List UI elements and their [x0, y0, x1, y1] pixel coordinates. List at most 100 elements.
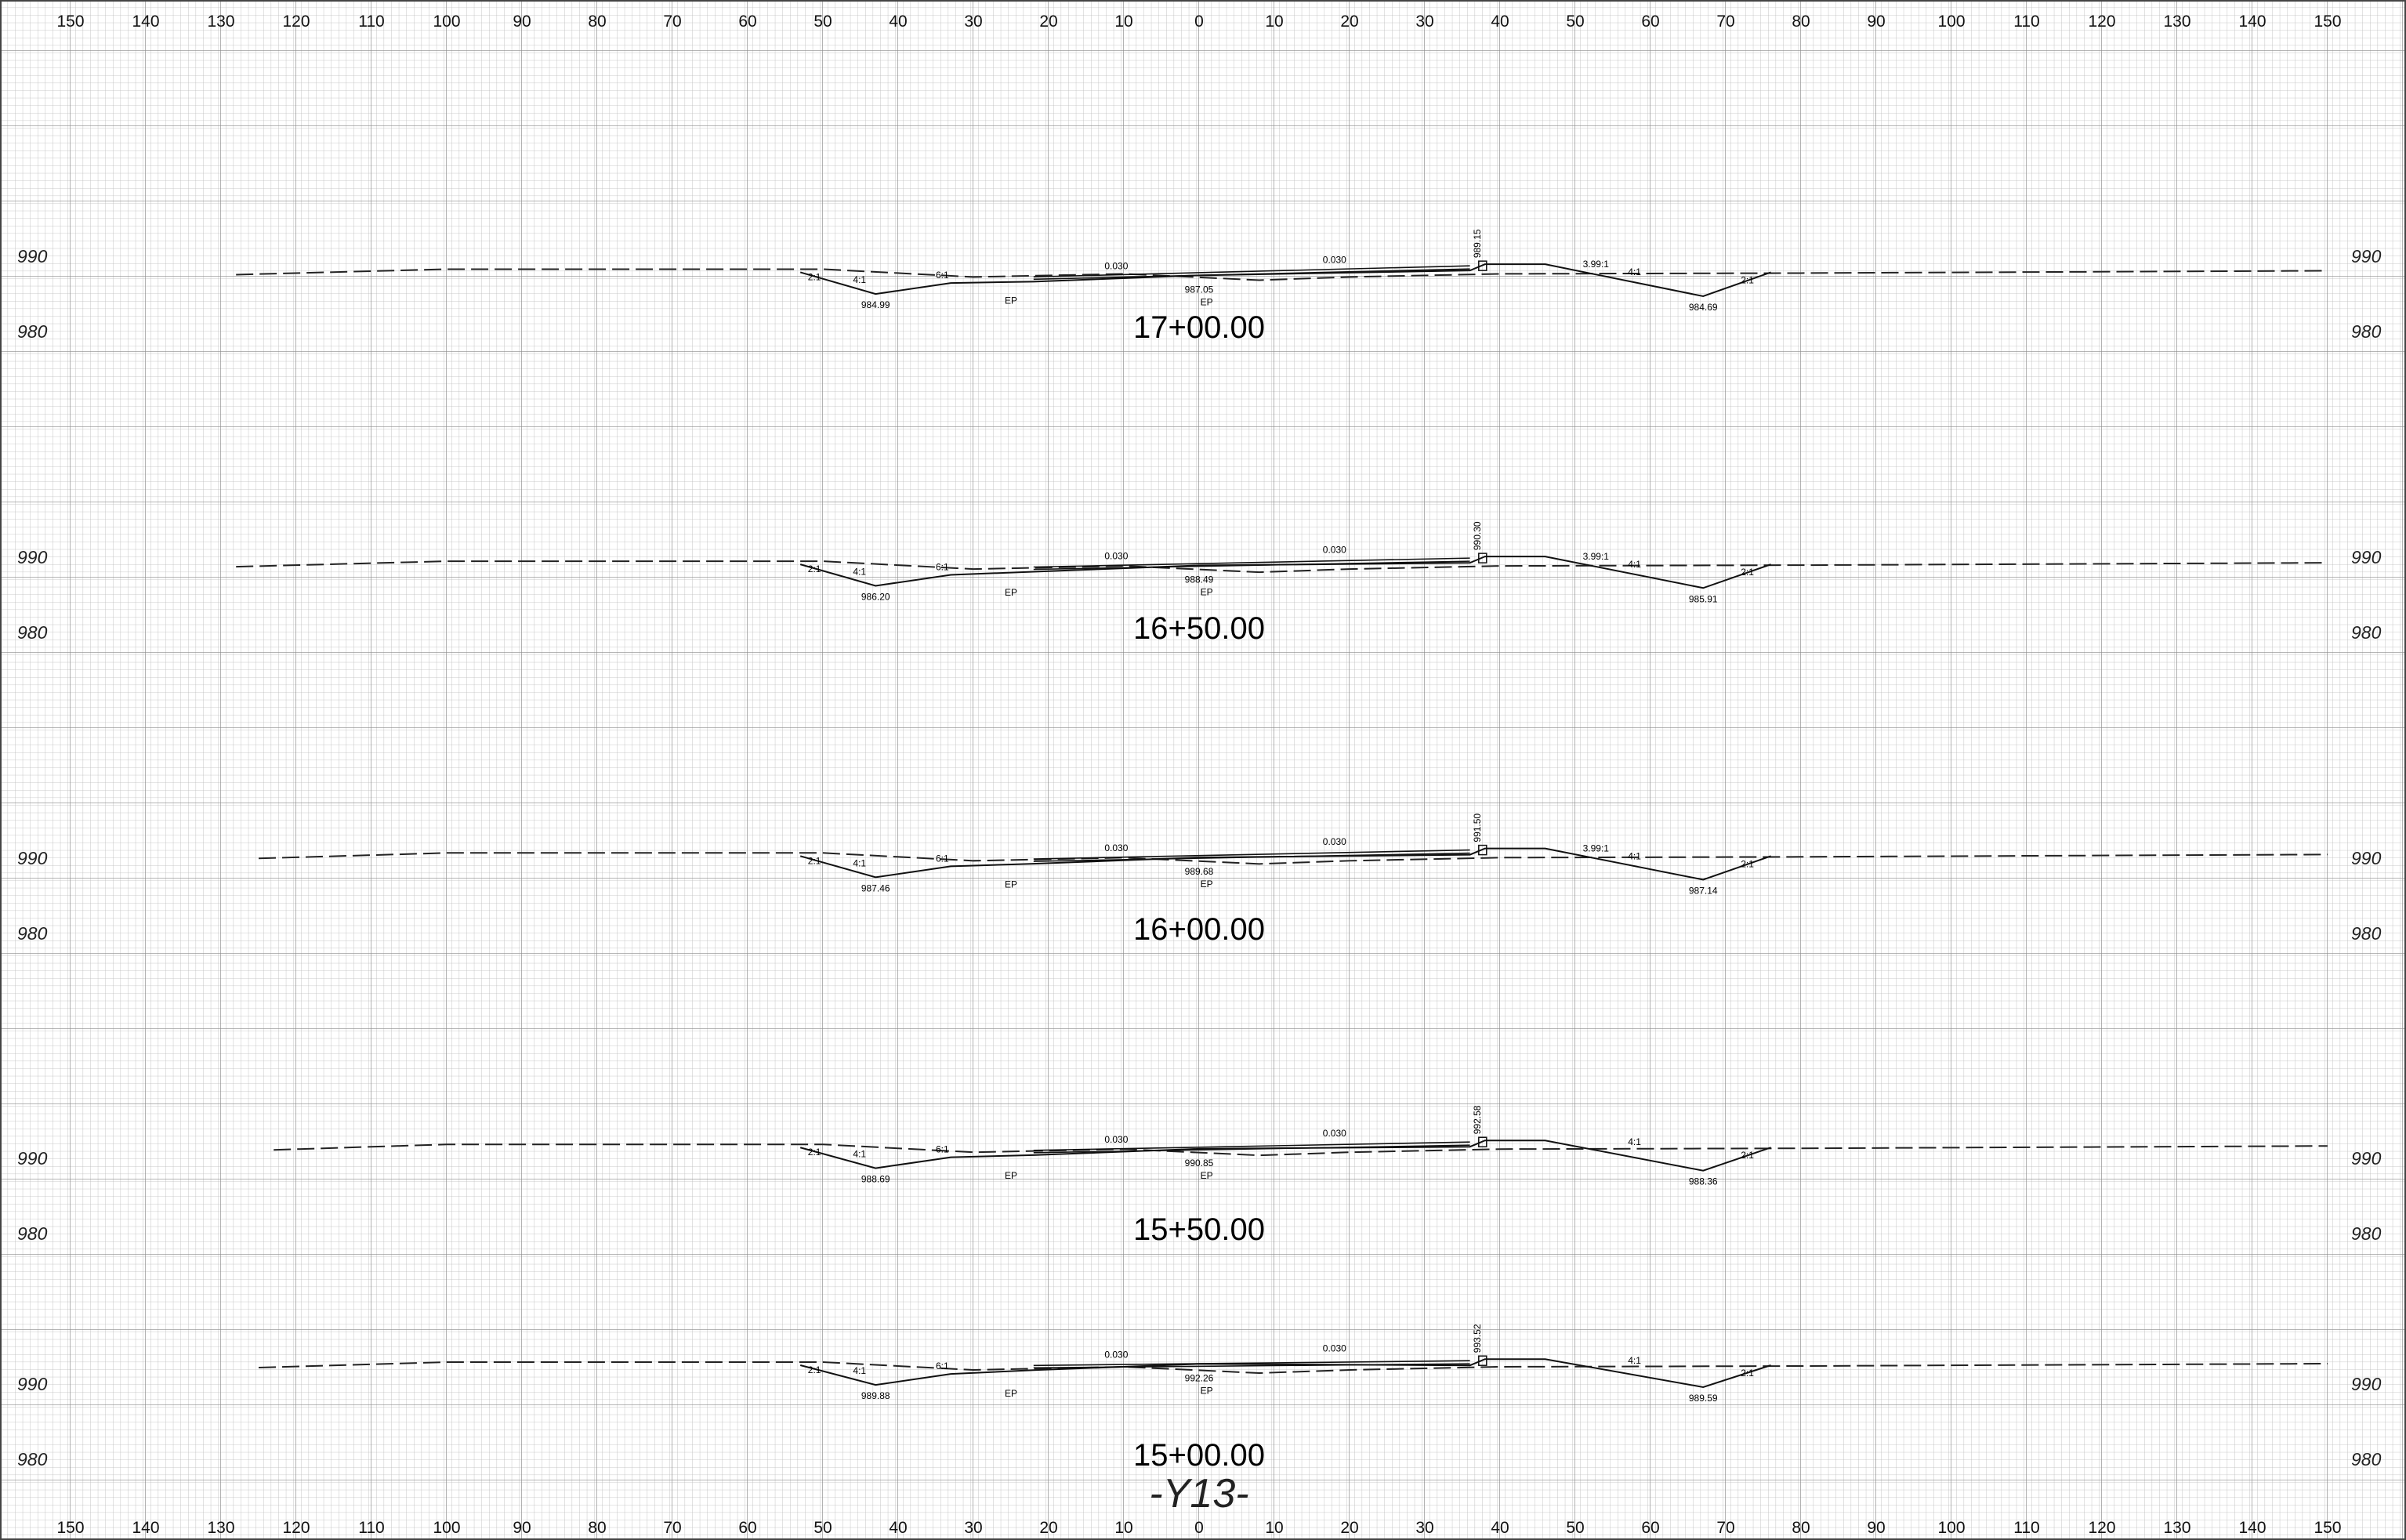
pavement-top — [1033, 1360, 1470, 1367]
pavement-top — [1033, 1141, 1470, 1151]
left-ditch-elevation: 989.88 — [861, 1390, 890, 1401]
left-slope-ratio: 2:1 — [808, 855, 821, 866]
top-axis-label: 90 — [1867, 13, 1885, 31]
right-slope-ratio: 2:1 — [1741, 1368, 1754, 1379]
slope-left-label: 0.030 — [1104, 842, 1128, 853]
top-elevation-label: 989.15 — [1472, 229, 1483, 258]
bottom-axis-label: 50 — [1566, 1519, 1584, 1537]
bottom-axis-label: 0 — [1194, 1519, 1204, 1537]
elev-label-990-right: 990 — [2351, 1374, 2382, 1394]
cross-section: 990980990980989.150.0300.030987.05984.99… — [17, 229, 2382, 345]
left-slope-ratio: 2:1 — [808, 1364, 821, 1375]
left-slope-ratio: 4:1 — [853, 1365, 866, 1376]
cross-section: 990980990980992.580.0300.030990.85988.69… — [17, 1105, 2382, 1247]
ep-label-center: EP — [1201, 586, 1213, 597]
bottom-axis-label: 150 — [2314, 1519, 2341, 1537]
top-axis-label: 90 — [513, 13, 531, 31]
top-axis-label: 70 — [1716, 13, 1734, 31]
elev-label-980-left: 980 — [17, 1223, 48, 1244]
station-label: 15+50.00 — [1133, 1212, 1265, 1247]
top-axis-label: 150 — [2314, 13, 2341, 31]
slope-right-label: 0.030 — [1323, 544, 1346, 555]
proposed-section-line — [799, 263, 1771, 298]
bottom-axis-label: 80 — [1792, 1519, 1810, 1537]
top-axis-label: 10 — [1114, 13, 1132, 31]
existing-ground-line — [258, 1361, 2328, 1375]
top-axis-label: 100 — [1937, 13, 1965, 31]
top-axis-label: 110 — [2013, 13, 2039, 31]
bottom-axis-label: 140 — [132, 1519, 159, 1537]
existing-ground-line — [236, 268, 2328, 281]
bottom-axis-label: 40 — [1491, 1519, 1509, 1537]
ep-label-center: EP — [1201, 296, 1213, 307]
pavement-bottom — [1033, 1363, 1470, 1369]
left-slope-ratio: 4:1 — [853, 857, 866, 868]
elev-label-980-right: 980 — [2351, 1223, 2382, 1244]
elev-label-980-right: 980 — [2351, 622, 2382, 643]
top-axis-label: 150 — [56, 13, 84, 31]
top-axis-label: 120 — [282, 13, 310, 31]
bottom-axis-label: 20 — [1340, 1519, 1358, 1537]
elev-label-980-left: 980 — [17, 321, 48, 342]
bottom-axis-label: 130 — [207, 1519, 234, 1537]
left-slope-ratio: 2:1 — [808, 563, 821, 574]
elev-label-980-right: 980 — [2351, 321, 2382, 342]
pavement-top — [1033, 557, 1470, 568]
pavement-bottom — [1033, 560, 1470, 571]
right-slope-ratio: 4:1 — [1628, 851, 1641, 862]
top-elevation-label: 990.30 — [1472, 521, 1483, 550]
left-slope-ratio: 6:1 — [936, 853, 949, 864]
elev-label-980-left: 980 — [17, 622, 48, 643]
elev-label-980-left: 980 — [17, 923, 48, 944]
cross-section: 990980990980991.500.0300.030989.68987.46… — [17, 813, 2382, 947]
pavement-top — [1033, 849, 1470, 860]
top-axis-label: 50 — [1566, 13, 1584, 31]
bottom-axis-label: 140 — [2238, 1519, 2266, 1537]
top-axis-label: 80 — [1792, 13, 1810, 31]
station-label: 15+00.00 — [1133, 1438, 1265, 1473]
pavement-bottom — [1033, 268, 1470, 281]
top-axis-label: 20 — [1039, 13, 1057, 31]
left-slope-ratio: 6:1 — [936, 270, 949, 281]
top-axis-label: 140 — [132, 13, 159, 31]
top-axis-label: 120 — [2088, 13, 2115, 31]
slope-left-label: 0.030 — [1104, 1134, 1128, 1145]
center-elevation-label: 988.49 — [1185, 574, 1214, 585]
bottom-axis-label: 60 — [738, 1519, 756, 1537]
bottom-axis-label: 30 — [964, 1519, 982, 1537]
cross-sections: 990980990980989.150.0300.030987.05984.99… — [17, 229, 2382, 1473]
right-slope-ratio: 2:1 — [1741, 567, 1754, 578]
existing-ground-line — [274, 1143, 2328, 1157]
top-axis-label: 140 — [2238, 13, 2266, 31]
elev-label-990-right: 990 — [2351, 848, 2382, 868]
left-slope-ratio: 4:1 — [853, 1149, 866, 1160]
station-label: 17+00.00 — [1133, 310, 1265, 345]
station-label: 16+50.00 — [1133, 611, 1265, 646]
elev-label-990-left: 990 — [17, 547, 48, 567]
right-ditch-elevation: 987.14 — [1689, 885, 1718, 896]
curb-mark — [1478, 1136, 1487, 1147]
top-axis-label: 10 — [1265, 13, 1283, 31]
pavement-top — [1033, 265, 1470, 278]
pavement-bottom — [1033, 1144, 1470, 1154]
bottom-axis-label: 70 — [1716, 1519, 1734, 1537]
top-axis-label: 30 — [1415, 13, 1433, 31]
top-axis-label: 50 — [813, 13, 832, 31]
top-axis-label: 60 — [738, 13, 756, 31]
top-axis-label: 20 — [1340, 13, 1358, 31]
elev-label-990-left: 990 — [17, 246, 48, 266]
elev-label-990-left: 990 — [17, 848, 48, 868]
bottom-axis-label: 100 — [1937, 1519, 1965, 1537]
bottom-axis-label: 100 — [433, 1519, 460, 1537]
bottom-axis-label: 20 — [1039, 1519, 1057, 1537]
elev-label-990-left: 990 — [17, 1148, 48, 1169]
top-axis-label: 40 — [1491, 13, 1509, 31]
left-slope-ratio: 6:1 — [936, 1361, 949, 1372]
center-elevation-label: 989.68 — [1185, 866, 1214, 877]
bottom-axis-label: 120 — [282, 1519, 310, 1537]
top-elevation-label: 993.52 — [1472, 1324, 1483, 1353]
elev-label-990-left: 990 — [17, 1374, 48, 1394]
